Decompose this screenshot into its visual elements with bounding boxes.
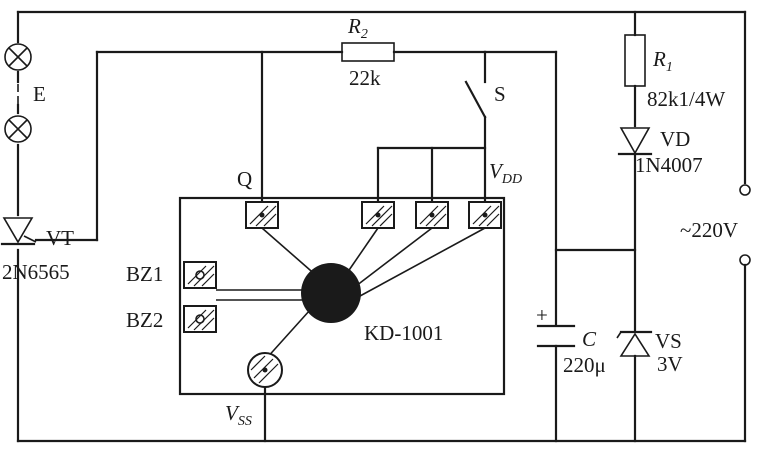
vs-value: 3V [657,352,683,376]
lamp-bottom-icon [4,115,32,143]
resistor-r1-icon [624,34,646,87]
cap-plus: + [536,303,548,327]
r2-value: 22k [349,66,381,90]
vss-label: VSS [225,401,252,429]
ic-board [178,196,506,396]
q-pin-label: Q [237,167,252,191]
lamp-top-icon [4,43,32,71]
r1-label: R1 [652,47,673,75]
wiring [16,10,747,443]
vd-part-label: 1N4007 [635,153,703,177]
bz1-label: BZ1 [126,262,163,286]
pad-vss-icon [247,352,283,388]
mains-label: ~220V [680,218,738,242]
capacitor-c-icon [536,324,576,348]
r2-label: R2 [347,14,368,42]
r1-value: 82k1/4W [647,87,725,111]
resistor-r2-icon [341,42,395,62]
ic-chip-blob [301,263,361,323]
pad-bz2-icon [183,305,217,333]
lamp-label: E [33,82,46,106]
thyristor-vt-icon [0,217,37,246]
vt-part-label: 2N6565 [2,260,70,284]
diode-vd-icon [617,127,653,156]
vs-label: VS [655,329,682,353]
cap-label: C [582,327,597,351]
mains-terminal-bottom-icon [739,254,751,266]
pad-q-icon [245,201,279,229]
zener-vs-icon [616,330,653,357]
pad-vdd-icon [468,201,502,229]
pad-1-icon [361,201,395,229]
pad-2-icon [415,201,449,229]
pad-bz1-icon [183,261,217,289]
cap-value: 220μ [563,353,606,377]
chip-traces [216,227,486,361]
vt-label: VT [46,226,74,250]
mains-terminal-top-icon [739,184,751,196]
ic-name-label: KD-1001 [364,321,443,345]
vd-label: VD [660,127,690,151]
bz2-label: BZ2 [126,308,163,332]
switch-s-icon [464,80,487,119]
vdd-label: VDD [489,159,522,187]
switch-label: S [494,82,506,106]
